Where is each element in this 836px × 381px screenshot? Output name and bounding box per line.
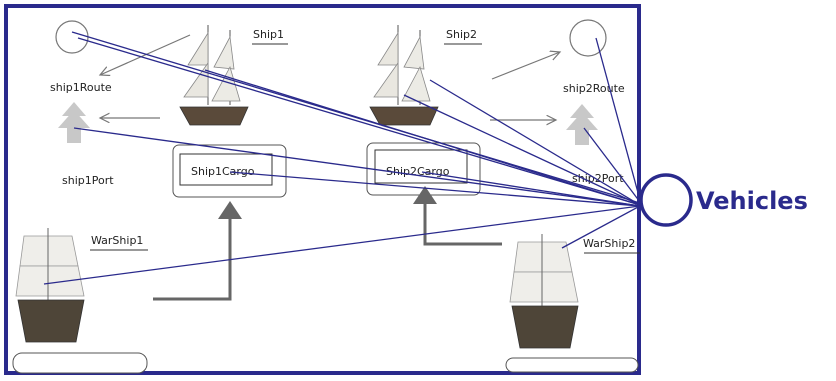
ship2-label: Ship2 xyxy=(446,28,477,41)
ship1-route-label: ship1Route xyxy=(50,81,112,94)
ship2-port-label: ship2Port xyxy=(572,172,624,185)
ship2-cargo-label: Ship2Cargo xyxy=(386,165,450,178)
warship2-text-field[interactable] xyxy=(506,358,638,372)
ship1-label: Ship1 xyxy=(253,28,284,41)
warship1-text-field[interactable] xyxy=(13,353,147,373)
ship1-cargo-label: Ship1Cargo xyxy=(191,165,255,178)
ship2-route-label: ship2Route xyxy=(563,82,625,95)
vehicles-label: Vehicles xyxy=(696,187,808,215)
warship2-label: WarShip2 xyxy=(583,237,635,250)
ship1-port-label: ship1Port xyxy=(62,174,114,187)
warship1-label: WarShip1 xyxy=(91,234,143,247)
warship2-image[interactable] xyxy=(510,234,578,348)
warship1-image[interactable] xyxy=(16,228,84,342)
vehicles-node[interactable] xyxy=(641,175,691,225)
